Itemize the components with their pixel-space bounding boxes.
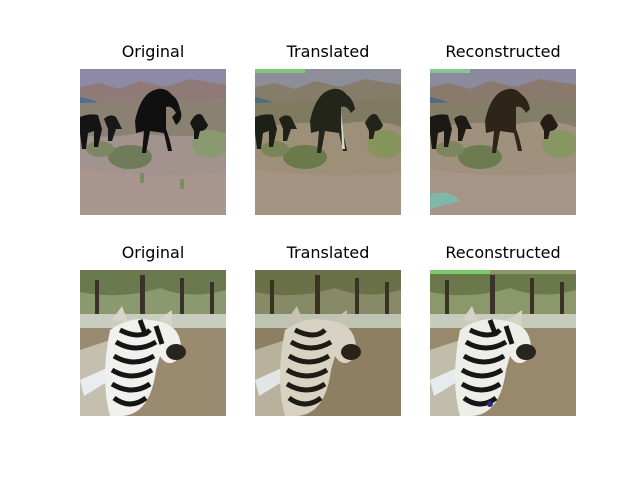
panel-title: Translated bbox=[286, 243, 370, 262]
zebra-image bbox=[80, 270, 226, 416]
horses-image bbox=[80, 69, 226, 215]
panel-title: Reconstructed bbox=[445, 243, 561, 262]
panel-title: Reconstructed bbox=[445, 42, 561, 61]
zebra-reconstructed-image bbox=[430, 270, 576, 416]
panel-title: Original bbox=[121, 42, 185, 61]
panel-title: Original bbox=[121, 243, 185, 262]
horses-translated-image bbox=[255, 69, 401, 215]
horses-reconstructed-image bbox=[430, 69, 576, 215]
panel-title: Translated bbox=[286, 42, 370, 61]
zebra-translated-image bbox=[255, 270, 401, 416]
